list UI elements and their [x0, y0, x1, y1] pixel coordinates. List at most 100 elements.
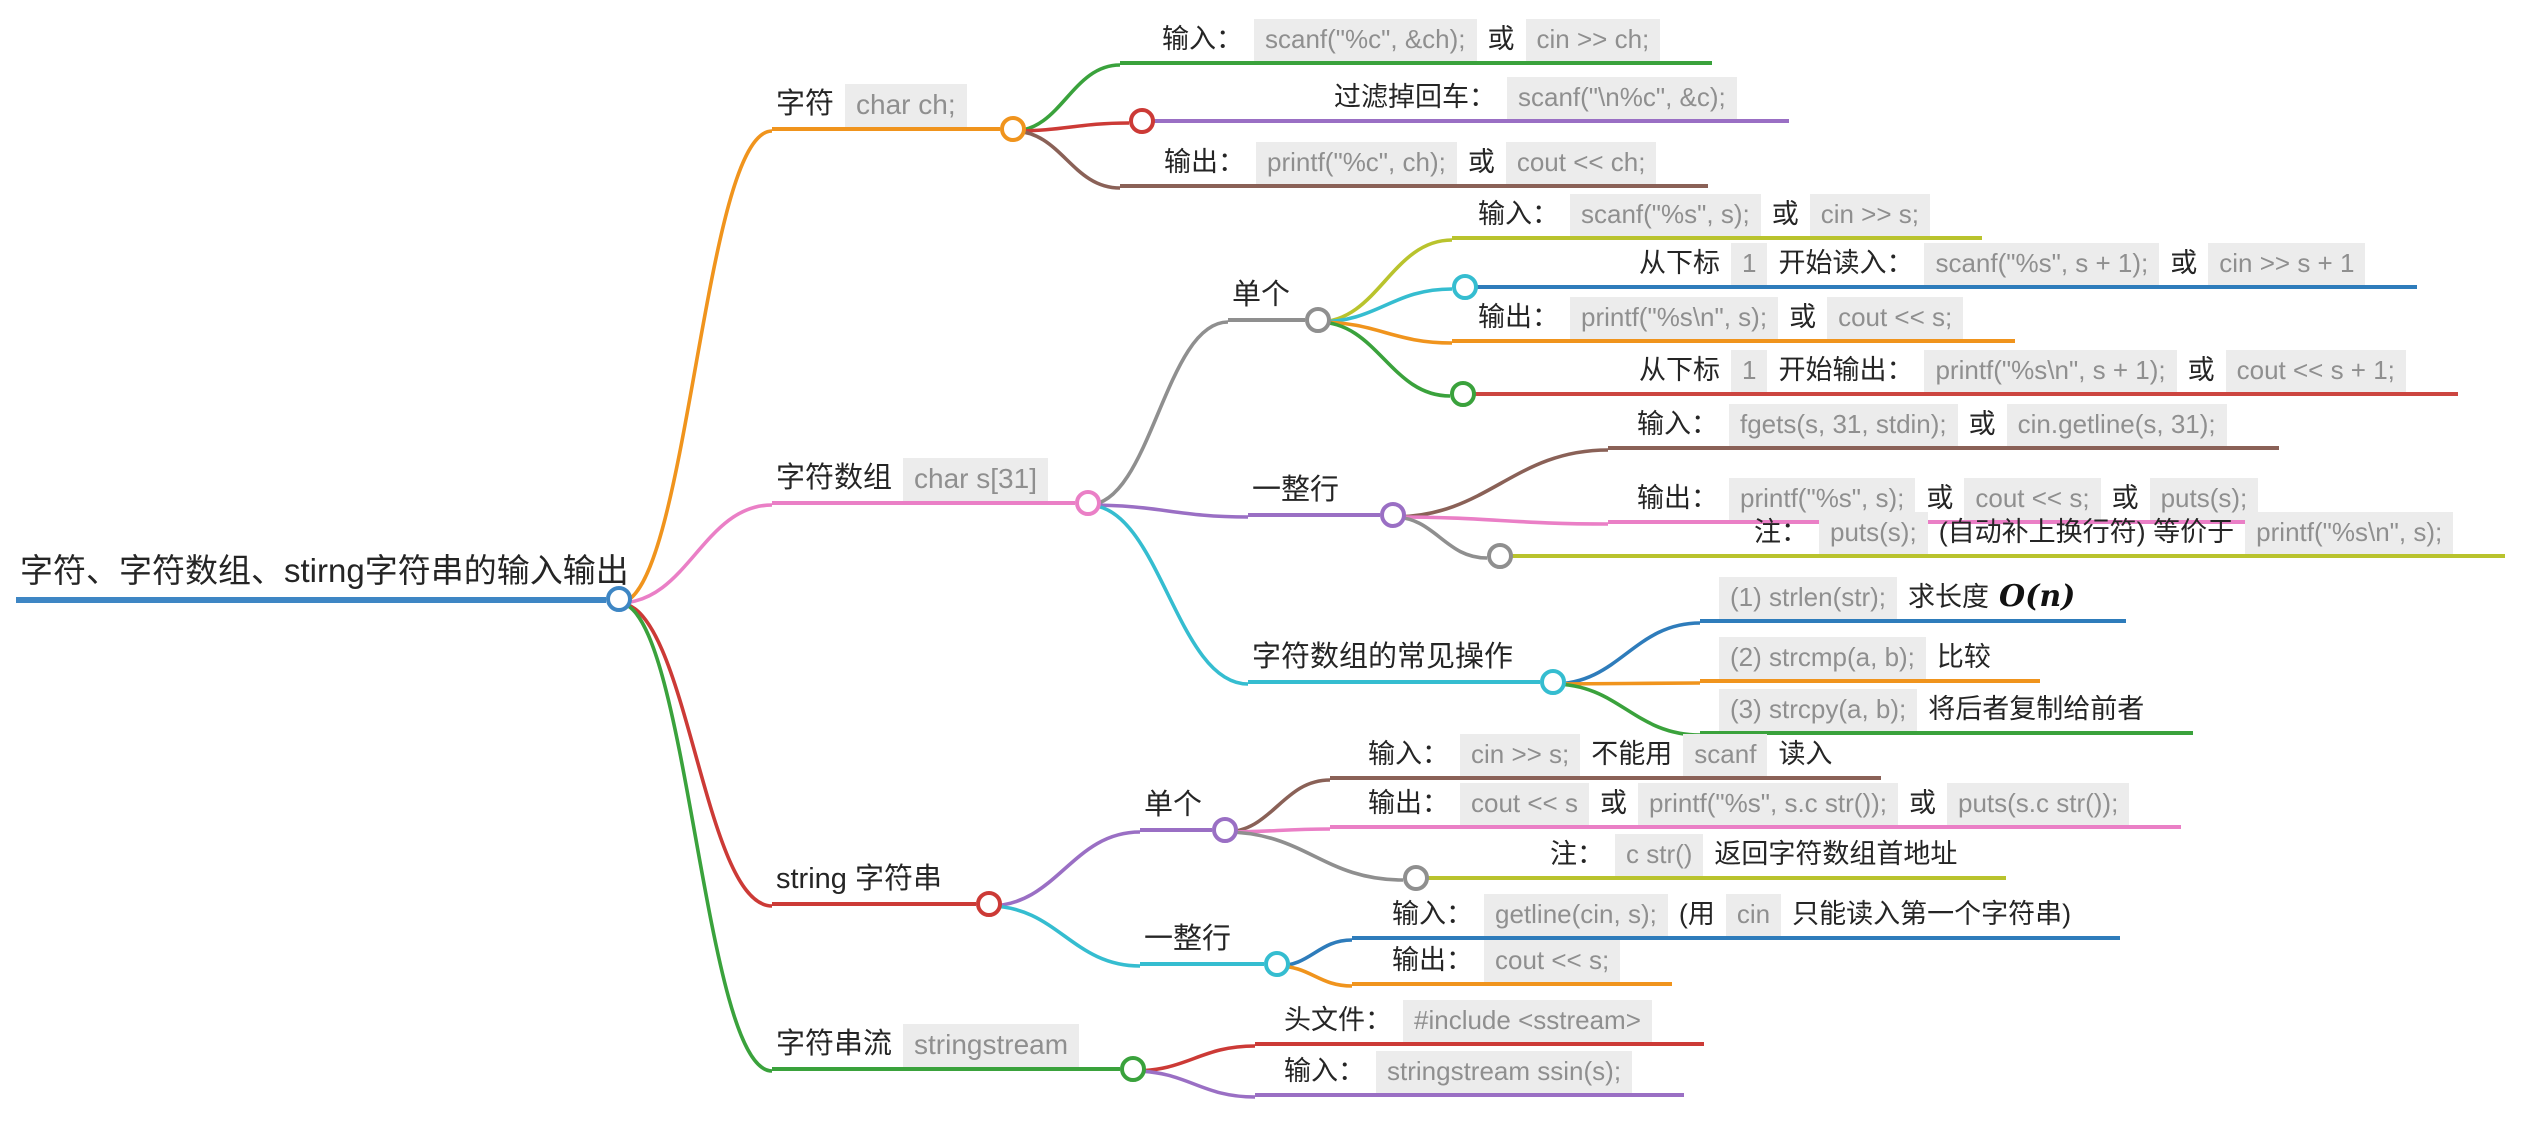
node-array-whole-line[interactable]: 一整行	[1248, 471, 1406, 528]
node-string-single-note-collapse-handle-icon[interactable]	[1403, 865, 1429, 891]
node-string-single-input-seg-code: scanf	[1683, 734, 1768, 776]
branch-curve-str-s-note	[1224, 830, 1404, 882]
node-string-line-output[interactable]: 输出：cout << s;	[1352, 940, 1673, 986]
node-string-single[interactable]: 单个	[1140, 786, 1238, 843]
branch-curve-arr-s-input	[1317, 238, 1453, 324]
node-string-line-output-seg-text: 输出：	[1392, 945, 1473, 975]
node-array-line-input-seg-text: 输入：	[1637, 409, 1718, 439]
node-array-read-from-index-1-seg-text: 开始读入：	[1778, 248, 1914, 278]
node-string-single-seg-text: 单个	[1144, 789, 1203, 821]
node-array-single-output-seg-code: cout << s;	[1827, 297, 1964, 339]
branch-curve-arr-op3	[1552, 682, 1701, 737]
node-stringstream-header-seg-text: 头文件：	[1284, 1005, 1392, 1035]
node-string-single-collapse-handle-icon[interactable]	[1212, 817, 1238, 843]
node-op-strcmp[interactable]: (2) strcmp(a, b);比较	[1700, 637, 2040, 683]
node-array-single-input-seg-text: 输入：	[1478, 199, 1559, 229]
branch-curve-char	[618, 129, 773, 605]
node-array-single[interactable]: 单个	[1228, 276, 1331, 333]
node-array-common-operations-collapse-handle-icon[interactable]	[1540, 669, 1566, 695]
node-stringstream-collapse-handle-icon[interactable]	[1120, 1056, 1146, 1082]
root-topic-collapse-handle-icon[interactable]	[606, 586, 632, 612]
node-string-whole-line-seg-text: 一整行	[1144, 923, 1232, 955]
node-array-single-output-seg-text: 输出：	[1478, 302, 1559, 332]
node-array-common-operations[interactable]: 字符数组的常见操作	[1248, 638, 1566, 695]
node-string-line-input-seg-code: getline(cin, s);	[1484, 894, 1668, 936]
node-string-whole-line[interactable]: 一整行	[1140, 920, 1290, 977]
node-array-output-from-index-1-seg-text: 或	[2187, 355, 2215, 385]
branch-curve-str-single	[988, 830, 1141, 908]
branch-curve-ss-input	[1132, 1069, 1256, 1099]
node-array-output-from-index-1-seg-code: 1	[1731, 350, 1768, 392]
node-string-whole-line-collapse-handle-icon[interactable]	[1264, 951, 1290, 977]
branch-curve-arr-op2	[1552, 681, 1701, 686]
node-array-output-from-index-1-seg-text: 从下标	[1639, 355, 1720, 385]
node-array-line-note-seg-code: puts(s);	[1819, 512, 1928, 554]
node-array-line-note-seg-text: (自动补上换行符) 等价于	[1938, 517, 2235, 547]
node-stringstream-seg-text: 字符串流	[776, 1028, 893, 1060]
node-stringstream-input-seg-code: stringstream ssin(s);	[1376, 1051, 1633, 1093]
node-op-strcmp-seg-code: (2) strcmp(a, b);	[1719, 637, 1926, 679]
node-char-filter-enter-seg-code: scanf("\n%c", &c);	[1507, 77, 1737, 119]
branch-curve-arr-s-write1	[1317, 320, 1451, 398]
branch-curve-arr-line	[1087, 503, 1249, 519]
node-string-single-note-seg-code: c str()	[1615, 834, 1704, 876]
node-array-output-from-index-1-seg-text: 开始输出：	[1778, 355, 1914, 385]
node-char-input-seg-text: 或	[1487, 24, 1515, 54]
node-string-single-note[interactable]: 注：c str()返回字符数组首地址	[1403, 834, 2007, 891]
node-array-line-input-seg-text: 或	[1968, 409, 1996, 439]
node-array-line-note-seg-code: printf("%s\n", s);	[2245, 512, 2454, 554]
node-stringstream-input[interactable]: 输入：stringstream ssin(s);	[1255, 1051, 1685, 1097]
node-op-strcpy[interactable]: (3) strcpy(a, b);将后者复制给前者	[1700, 689, 2194, 735]
node-stringstream-header[interactable]: 头文件：#include <sstream>	[1255, 1000, 1704, 1046]
branch-curve-str	[618, 601, 773, 908]
node-array-line-output-seg-text: 或	[2111, 483, 2139, 513]
node-char-filter-enter[interactable]: 过滤掉回车：scanf("\n%c", &c);	[1129, 77, 1789, 134]
node-array-single-collapse-handle-icon[interactable]	[1305, 307, 1331, 333]
node-array-line-note-collapse-handle-icon[interactable]	[1487, 543, 1513, 569]
node-array-whole-line-seg-text: 一整行	[1252, 474, 1340, 506]
branch-curve-arr-s-output	[1317, 320, 1453, 345]
node-char-input-seg-text: 输入：	[1162, 24, 1243, 54]
node-array-single-input-seg-text: 或	[1771, 199, 1799, 229]
node-string-line-input-seg-text: 输入：	[1392, 899, 1473, 929]
node-array-line-output-seg-code: cout << s;	[1964, 478, 2101, 520]
branch-curve-arr-single	[1087, 320, 1229, 507]
root-topic[interactable]: 字符、字符数组、stirng字符串的输入输出	[16, 552, 632, 612]
node-array-single-output-seg-code: printf("%s\n", s);	[1570, 297, 1779, 339]
node-array-line-output-seg-code: puts(s);	[2149, 478, 2259, 520]
node-array-whole-line-collapse-handle-icon[interactable]	[1380, 502, 1406, 528]
node-char-filter-enter-collapse-handle-icon[interactable]	[1129, 108, 1155, 134]
node-array-single-input-seg-code: scanf("%s", s);	[1570, 194, 1761, 236]
node-string-collapse-handle-icon[interactable]	[976, 891, 1002, 917]
branch-curve-char-filter	[1012, 121, 1130, 133]
node-array-line-input-seg-code: fgets(s, 31, stdin);	[1729, 404, 1958, 446]
node-array-read-from-index-1-collapse-handle-icon[interactable]	[1452, 274, 1478, 300]
node-char-array-seg-code: char s[31]	[903, 458, 1048, 501]
node-array-output-from-index-1-collapse-handle-icon[interactable]	[1450, 381, 1476, 407]
node-string-single-output-seg-code: cout << s	[1460, 783, 1589, 825]
branch-curve-arr-s-read1	[1317, 287, 1453, 324]
node-string[interactable]: string 字符串	[772, 860, 1002, 917]
node-char-collapse-handle-icon[interactable]	[1000, 116, 1026, 142]
branch-curve-char-input	[1012, 63, 1121, 133]
node-op-strlen-seg-text: O(n)	[1999, 579, 2076, 614]
node-char-array-collapse-handle-icon[interactable]	[1075, 490, 1101, 516]
